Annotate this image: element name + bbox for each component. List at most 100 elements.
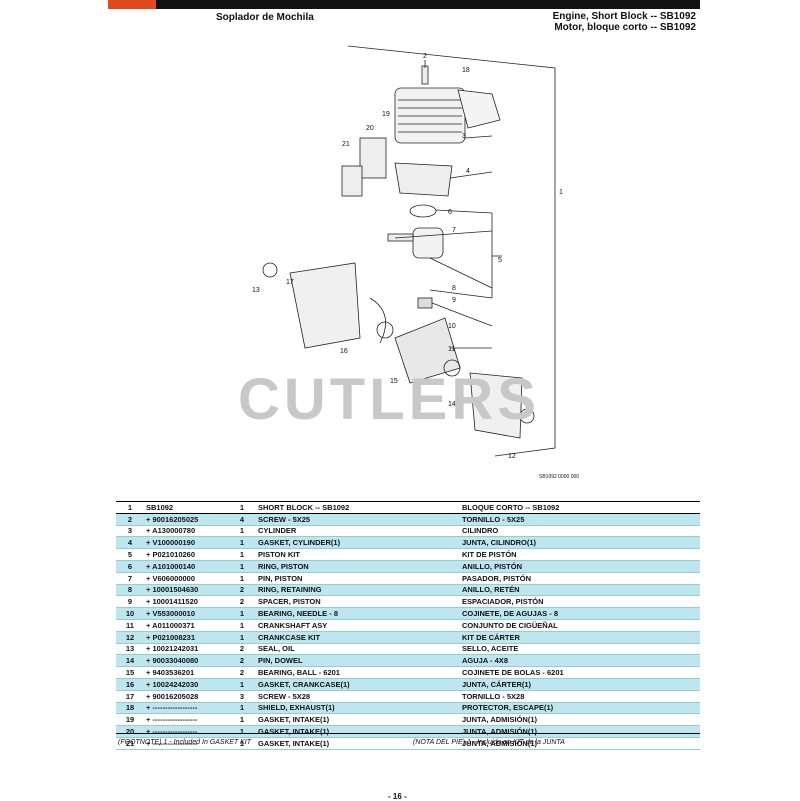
description-es-cell: JUNTA, ADMISIÓN(1) [460,713,700,727]
part-number-cell: + 10001504630 [144,584,228,597]
part-number-cell: SB1092 [144,501,228,514]
callout-label: 14 [448,401,456,408]
ref-cell: 4 [116,536,144,550]
description-es-cell: CILINDRO [460,525,700,538]
ref-cell: 21 [116,737,144,750]
part-number-cell: + ------------------ [144,702,228,715]
quantity-cell: 1 [228,607,256,620]
part-number-cell: + 10001411520 [144,595,228,609]
description-en-cell: PISTON KIT [256,548,460,561]
description-en-cell: SHIELD, EXHAUST(1) [256,702,460,715]
description-es-cell: ANILLO, PISTÓN [460,560,700,573]
header-title-es: Motor, bloque corto -- SB1092 [554,22,696,33]
cylinder-part [394,87,466,144]
ref-cell: 7 [116,572,144,585]
brand-logo [108,0,156,9]
description-en-cell: GASKET, INTAKE(1) [256,725,460,738]
callout-label: 18 [462,67,470,74]
cylinder-gasket-part [394,162,453,197]
part-number-cell: + A101000140 [144,560,228,573]
description-es-cell: COJINETE DE BOLAS - 6201 [460,666,700,679]
description-en-cell: SHORT BLOCK -- SB1092 [256,501,460,514]
description-es-cell: JUNTA, CÁRTER(1) [460,678,700,691]
quantity-cell: 2 [228,584,256,597]
ref-cell: 11 [116,619,144,632]
description-en-cell: PIN, PISTON [256,572,460,585]
quantity-cell: 1 [228,737,256,750]
callout-label: 17 [286,279,294,286]
description-es-cell: KIT DE PISTÓN [460,548,700,561]
callout-label: 20 [366,125,374,132]
crankcase-left-part [289,262,361,349]
quantity-cell: 2 [228,654,256,668]
callout-label: 9 [452,297,456,304]
description-en-cell: GASKET, INTAKE(1) [256,713,460,727]
callout-label: 1 [559,189,563,196]
footnote-es: (NOTA DEL PIE) 1 - Incluido en KIT de la… [413,739,565,746]
exploded-diagram: 1 2 3 4 5 6 7 8 9 10 11 12 13 14 15 16 1… [230,38,590,483]
description-es-cell: BLOQUE CORTO -- SB1092 [460,501,700,514]
description-es-cell: PASADOR, PISTÓN [460,572,700,585]
quantity-cell: 2 [228,666,256,679]
description-en-cell: PIN, DOWEL [256,654,460,668]
quantity-cell: 1 [228,501,256,514]
needle-bearing-part [417,297,433,309]
quantity-cell: 2 [228,643,256,656]
callout-label: 13 [252,287,260,294]
quantity-cell: 1 [228,713,256,727]
footnote-en: (FOOTNOTE) 1 - Included In GASKET KIT [118,739,252,746]
part-number-cell: + V553000010 [144,607,228,620]
ref-cell: 5 [116,548,144,561]
part-number-cell: + ------------------ [144,713,228,727]
description-es-cell: CONJUNTO DE CIGÜEÑAL [460,619,700,632]
crankcase-right-part [469,372,523,439]
watermark-text: CUTLERS [238,367,540,432]
ref-cell: 20 [116,725,144,738]
ref-cell: 3 [116,525,144,538]
header-title-left: Soplador de Mochila [216,12,314,23]
description-es-cell: PROTECTOR, ESCAPE(1) [460,702,700,715]
quantity-cell: 1 [228,725,256,738]
part-number-cell: + 90016205025 [144,513,228,526]
description-es-cell: TORNILLO - 5X25 [460,513,700,526]
part-number-cell: + 9403536201 [144,666,228,679]
description-en-cell: RING, RETAINING [256,584,460,597]
diagram-reference: SB1092 0000 000 [539,474,580,480]
piston-ring-part [409,204,437,218]
description-en-cell: CYLINDER [256,525,460,538]
intake-gasket-part [359,137,387,179]
ref-cell: 15 [116,666,144,679]
quantity-cell: 1 [228,631,256,644]
description-es-cell: COJINETE, DE AGUJAS - 8 [460,607,700,620]
description-en-cell: GASKET, CYLINDER(1) [256,536,460,550]
callout-label: 11 [448,346,455,353]
part-number-cell: + P021010260 [144,548,228,561]
screw-part [421,65,429,85]
description-es-cell: JUNTA, ADMISIÓN(1) [460,737,700,750]
quantity-cell: 1 [228,536,256,550]
header-title-right: Engine, Short Block -- SB1092 Motor, blo… [553,11,696,33]
description-en-cell: RING, PISTON [256,560,460,573]
description-es-cell: KIT DE CÁRTER [460,631,700,644]
part-number-cell: + 90016205028 [144,690,228,703]
part-number-cell: + ------------------ [144,737,228,750]
ref-cell: 1 [116,501,144,514]
part-number-cell: + V606000000 [144,572,228,585]
piston-part [412,227,444,259]
description-es-cell: TORNILLO - 5X28 [460,690,700,703]
ref-cell: 19 [116,713,144,727]
description-en-cell: SPACER, PISTON [256,595,460,609]
quantity-cell: 1 [228,560,256,573]
callout-label: 7 [452,227,456,234]
callout-label: 10 [448,323,456,330]
page-number: - 16 - [388,792,407,801]
